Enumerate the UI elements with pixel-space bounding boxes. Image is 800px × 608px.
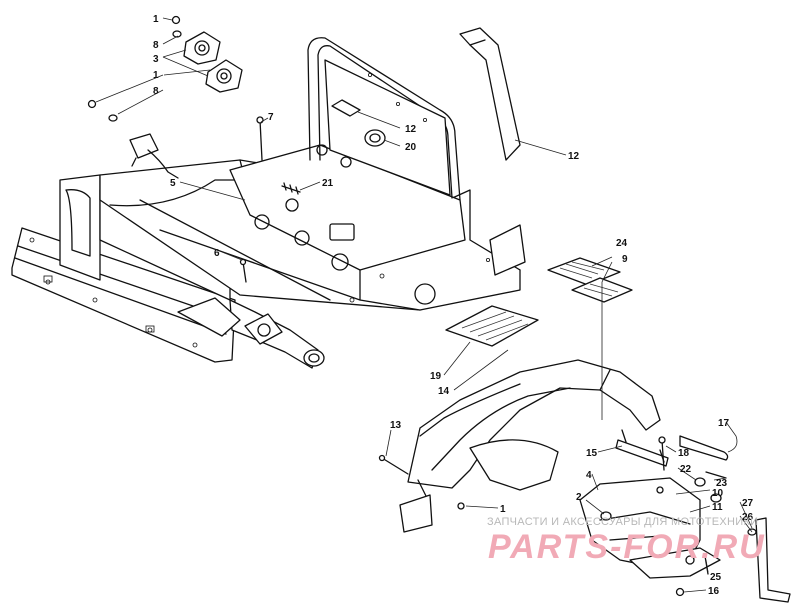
callout-6: 6: [214, 248, 220, 259]
callout-2: 2: [576, 492, 582, 503]
callout-14: 14: [438, 386, 450, 397]
callout-labels: 1 8 3 1 8 7 5 12 20 12 21 6 24 9 19 14 1…: [153, 14, 754, 597]
callout-3: 3: [153, 54, 159, 65]
chassis-frame: [11, 37, 526, 369]
watermark: ЗАПЧАСТИ И АКСЕССУАРЫ ДЛЯ МОТОТЕХНИКИ PA…: [487, 516, 766, 566]
callout-11: 11: [712, 502, 723, 513]
callout-10: 10: [712, 488, 724, 499]
leader-lines: [95, 17, 753, 593]
callout-1a: 1: [153, 14, 159, 25]
callout-26: 26: [742, 512, 754, 523]
callout-5: 5: [170, 178, 176, 189]
callout-24: 24: [616, 238, 628, 249]
callout-8b: 8: [153, 86, 159, 97]
watermark-caption: ЗАПЧАСТИ И АКСЕССУАРЫ ДЛЯ МОТОТЕХНИКИ: [487, 516, 758, 528]
callout-15: 15: [586, 448, 598, 459]
callout-4: 4: [586, 470, 592, 481]
callout-12a: 12: [405, 124, 417, 135]
callout-27: 27: [742, 498, 754, 509]
callout-1c: 1: [500, 504, 506, 515]
callout-18: 18: [678, 448, 690, 459]
callout-12b: 12: [568, 151, 580, 162]
callout-20: 20: [405, 142, 417, 153]
callout-7: 7: [268, 112, 274, 123]
upper-right-parts: [331, 27, 521, 161]
rear-cowl: [378, 359, 661, 533]
callout-1b: 1: [153, 70, 159, 81]
callout-19: 19: [430, 371, 442, 382]
callout-23: 23: [716, 478, 728, 489]
callout-21: 21: [322, 178, 334, 189]
callout-16: 16: [708, 586, 720, 597]
callout-22: 22: [680, 464, 692, 475]
steering-post-parts: [87, 15, 264, 283]
callout-13: 13: [390, 420, 402, 431]
callout-9: 9: [622, 254, 628, 265]
callout-25: 25: [710, 572, 722, 583]
callout-8a: 8: [153, 40, 159, 51]
callout-17: 17: [718, 418, 730, 429]
hitch-assembly: [579, 429, 791, 603]
watermark-logo: PARTS-FOR.RU: [488, 528, 766, 566]
